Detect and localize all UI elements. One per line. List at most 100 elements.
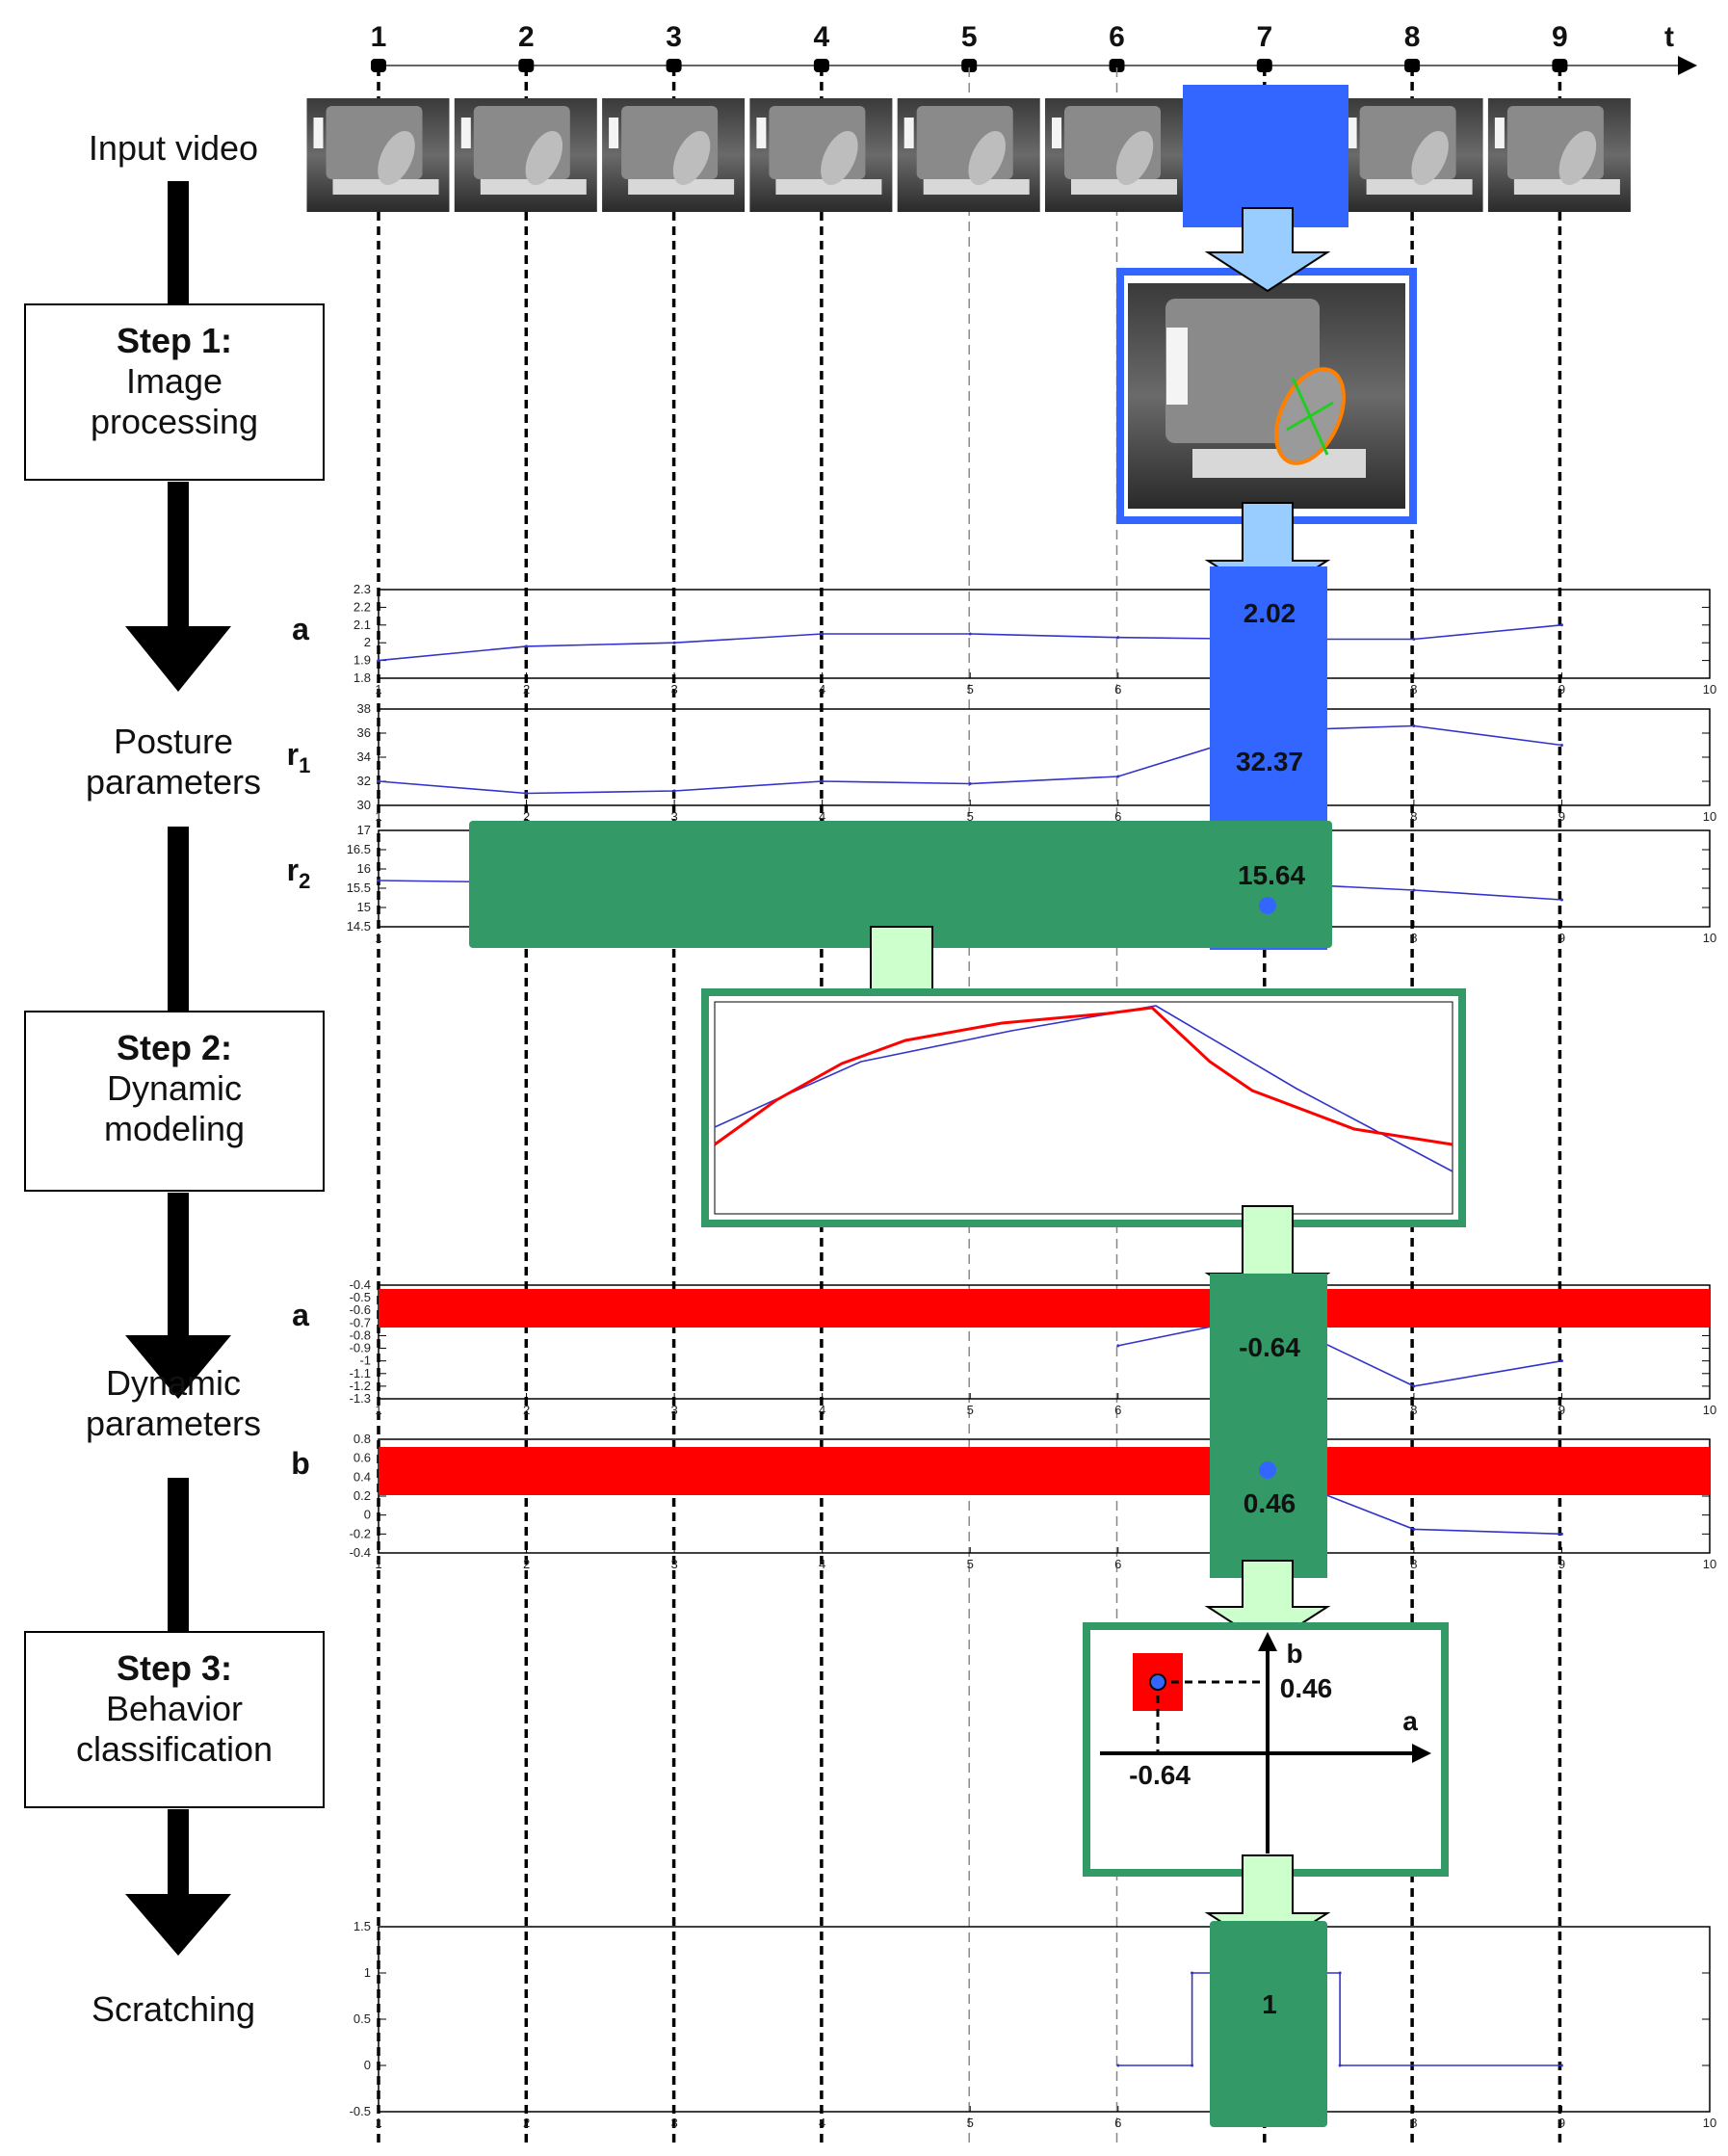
step2-title: Step 2: (117, 1028, 232, 1067)
x-tick-label: 5 (967, 682, 974, 697)
data-point (968, 782, 972, 785)
y-tick-label: 15 (357, 900, 371, 914)
step2-line1: Dynamic (107, 1068, 242, 1108)
x-tick-label: 6 (1114, 2116, 1121, 2130)
x-tick-label: 1 (375, 809, 381, 824)
step3-title: Step 3: (117, 1648, 232, 1688)
frame-number: 3 (666, 21, 682, 53)
down-arrow (1204, 207, 1331, 293)
video-frames (306, 98, 1631, 212)
x-tick-label: 10 (1703, 1557, 1716, 1571)
dynamic-highlight-column (1210, 1274, 1327, 1578)
b-axis-label: b (1286, 1639, 1302, 1669)
time-arrow-head (1678, 56, 1697, 75)
frame-marker (371, 59, 386, 72)
window-highlight (1166, 328, 1188, 405)
video-frame-thumb (1045, 98, 1188, 212)
y-tick-label: 1.8 (353, 670, 371, 685)
flow-bar (168, 482, 189, 628)
y-tick-label: -1.1 (350, 1366, 371, 1380)
y-tick-label: -0.4 (350, 1277, 371, 1292)
x-tick-label: 9 (1558, 2116, 1565, 2130)
x-tick-label: 3 (670, 1403, 677, 1417)
x-tick-label: 8 (1410, 682, 1417, 697)
processed-frame (1128, 283, 1405, 509)
y-tick-label: 32 (357, 774, 371, 788)
posture-r2-label: r2 (287, 853, 311, 893)
floor-light (332, 179, 439, 195)
mouse (968, 130, 1006, 186)
floor-light (1366, 179, 1473, 195)
a-axis-arrow (1412, 1744, 1431, 1763)
data-point (968, 632, 972, 636)
series-line (1117, 1314, 1562, 1387)
window-highlight (1052, 118, 1061, 148)
posture-r2-value: 15.64 (1238, 860, 1305, 890)
frame-number: 1 (371, 21, 387, 53)
video-frame-thumb (454, 98, 597, 212)
b-axis-arrow (1258, 1632, 1277, 1651)
dynamic-b-label: b (291, 1446, 310, 1481)
data-point (672, 641, 676, 644)
y-tick-label: 0.5 (353, 2011, 371, 2026)
y-tick-label: -1.3 (350, 1391, 371, 1406)
window-highlight (1347, 118, 1357, 148)
y-tick-label: 2.1 (353, 618, 371, 632)
frame-marker (961, 59, 978, 72)
r2-window-band (469, 821, 1332, 948)
x-tick-label: 3 (670, 2116, 677, 2130)
flow-bar (168, 1809, 189, 1906)
x-tick-label: 3 (670, 809, 677, 824)
flow-arrow-head (125, 1335, 231, 1399)
chart-frame (378, 589, 1711, 679)
posture-label-2: parameters (86, 762, 261, 802)
step1-line2: processing (91, 402, 258, 441)
mouse (821, 130, 858, 186)
posture-label-1: Posture (114, 722, 233, 761)
data-point (525, 644, 529, 648)
data-point (525, 792, 529, 795)
scratch-highlight-column (1210, 1921, 1327, 2127)
frame-number: 7 (1256, 21, 1272, 53)
minor-axis (1286, 401, 1334, 432)
dynamic-a-band (379, 1289, 1710, 1328)
y-tick-label: -0.4 (350, 1545, 371, 1560)
y-tick-label: 16.5 (347, 842, 371, 856)
x-tick-label: 1 (375, 1557, 381, 1571)
frame-marker (1552, 59, 1568, 72)
x-tick-label: 3 (670, 1557, 677, 1571)
classification-plot: b a 0.46 -0.64 (1100, 1632, 1431, 1854)
flow-bar (168, 827, 189, 1013)
x-tick-label: 6 (1114, 809, 1121, 824)
y-tick-label: 0 (364, 2058, 371, 2072)
y-tick-label: 0.6 (353, 1451, 371, 1465)
x-tick-label: 6 (1114, 1557, 1121, 1571)
step3-box (24, 1631, 325, 1808)
fitted-series (714, 1006, 1453, 1146)
frame-marker (1109, 59, 1125, 72)
y-tick-label: 36 (357, 725, 371, 740)
input-video-label: Input video (89, 128, 258, 168)
dynamic-a-value: -0.64 (1239, 1332, 1300, 1362)
y-tick-label: -0.5 (350, 2104, 371, 2118)
chart-scratching: 1.510.50-0.512345678910 (350, 1919, 1717, 2130)
y-tick-label: 2 (364, 635, 371, 649)
x-tick-label: 10 (1703, 809, 1716, 824)
dynamic-a-label: a (292, 1298, 309, 1332)
data-point (377, 879, 380, 882)
y-tick-label: 38 (357, 701, 371, 716)
data-point (1412, 724, 1416, 727)
frame-number: 6 (1109, 21, 1125, 53)
fit-chart-frame (714, 1001, 1453, 1215)
y-tick-label: 2.3 (353, 582, 371, 596)
x-tick-label: 2 (523, 1403, 530, 1417)
x-tick-label: 5 (967, 1557, 974, 1571)
chart-frame (378, 1284, 1711, 1400)
step3-line1: Behavior (106, 1689, 243, 1728)
data-point (377, 779, 380, 783)
frame-number: 5 (961, 21, 978, 53)
x-tick-label: 8 (1410, 1557, 1417, 1571)
frame-marker (666, 59, 682, 72)
